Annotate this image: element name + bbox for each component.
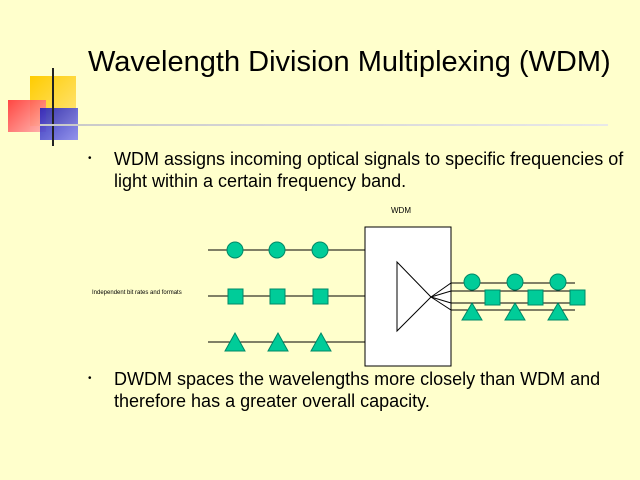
output-triangles <box>461 302 569 321</box>
input-circle-1 <box>226 241 244 259</box>
input-triangle-1 <box>224 331 246 352</box>
bullet-text: DWDM spaces the wavelengths more closely… <box>114 369 601 411</box>
output-square-1 <box>484 289 501 306</box>
output-triangle-3 <box>547 302 569 321</box>
input-circle-3 <box>311 241 329 259</box>
output-triangle-2 <box>504 302 526 321</box>
input-label: Independent bit rates and formats <box>92 290 182 296</box>
input-circle-2 <box>268 241 286 259</box>
bullet-dot-icon: • <box>88 373 92 384</box>
deco-vertical-line <box>52 68 54 146</box>
output-line-2 <box>430 290 575 298</box>
slide-title: Wavelength Division Multiplexing (WDM) <box>88 46 611 78</box>
input-triangles <box>224 331 332 352</box>
bullet-text: WDM assigns incoming optical signals to … <box>114 149 624 191</box>
input-circles <box>226 241 329 259</box>
input-triangle-2 <box>267 331 289 352</box>
output-square-3 <box>569 289 586 306</box>
output-line-4 <box>430 296 575 311</box>
output-circle-2 <box>506 273 524 291</box>
output-circle-1 <box>463 273 481 291</box>
output-line-1 <box>430 282 575 298</box>
wdm-box-label: WDM <box>391 206 411 215</box>
deco-red-square <box>8 100 46 132</box>
output-circle-3 <box>549 273 567 291</box>
output-triangle-1 <box>461 302 483 321</box>
input-triangle-3 <box>310 331 332 352</box>
bullet-dot-icon: • <box>88 153 92 164</box>
input-squares <box>227 288 329 305</box>
output-circles <box>463 273 567 291</box>
title-divider <box>40 124 608 126</box>
output-squares <box>484 289 586 306</box>
output-line-3 <box>430 296 575 304</box>
output-square-2 <box>527 289 544 306</box>
input-square-1 <box>227 288 244 305</box>
input-square-3 <box>312 288 329 305</box>
multiplexer-icon <box>396 260 432 333</box>
input-square-2 <box>269 288 286 305</box>
